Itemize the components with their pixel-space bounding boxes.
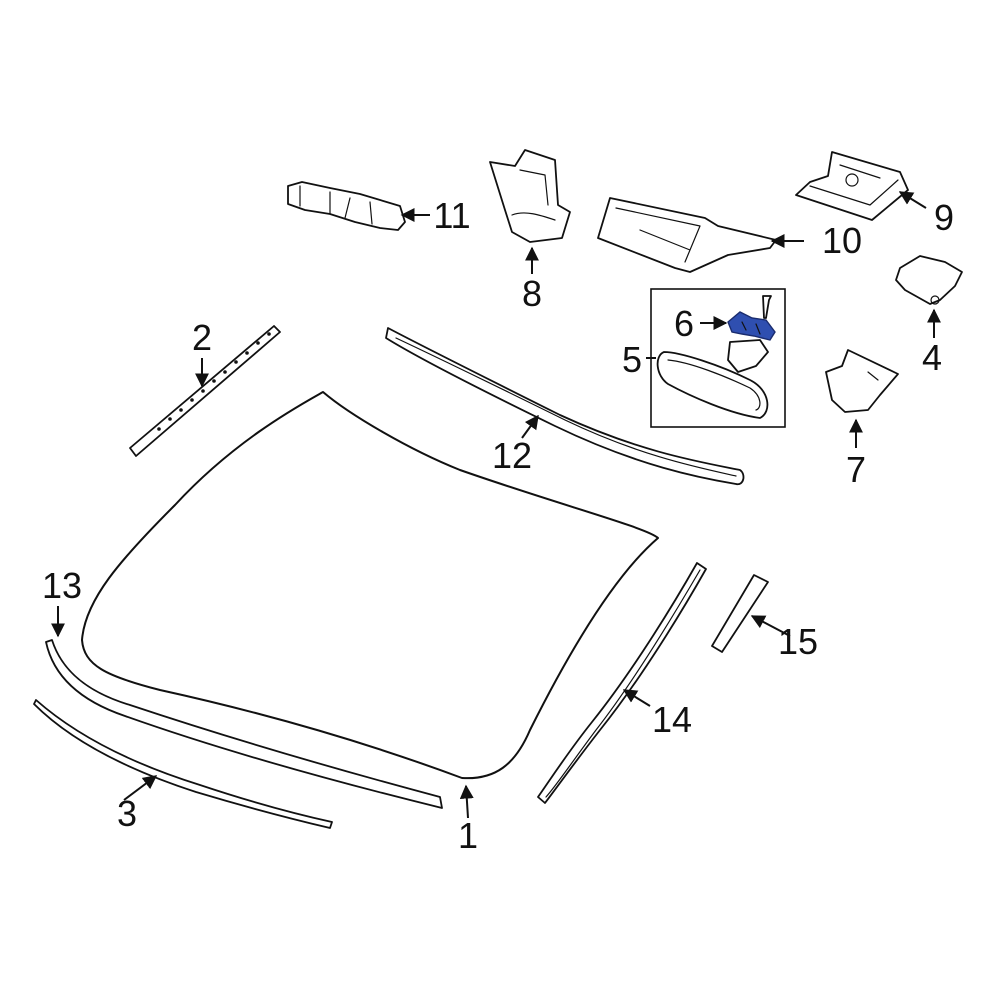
- windshield-glass: [81, 391, 659, 780]
- callout-1: 1: [458, 815, 478, 856]
- callout-9: 9: [934, 197, 954, 238]
- part-3-molding: [33, 699, 333, 829]
- part-12-molding: [385, 327, 745, 486]
- part-7-cover: [825, 349, 899, 413]
- mirror-assembly-box: [650, 288, 786, 428]
- part-9-sensor-module: [795, 151, 909, 221]
- mirror-screw: [762, 295, 772, 319]
- callout-14: 14: [652, 699, 692, 740]
- callouts: 1 2 3 4 5 6 7 8 9 10 11 12 13 14 15: [42, 195, 954, 856]
- part-15-trim: [711, 574, 769, 653]
- callout-8: 8: [522, 273, 542, 314]
- callout-13: 13: [42, 565, 82, 606]
- callout-5: 5: [622, 339, 642, 380]
- callout-6: 6: [674, 303, 694, 344]
- callout-15: 15: [778, 621, 818, 662]
- callout-2: 2: [192, 317, 212, 358]
- part-11-bracket: [287, 181, 406, 231]
- callout-7: 7: [846, 449, 866, 490]
- part-14-pillar-molding: [537, 562, 707, 804]
- part-4-bracket: [895, 255, 963, 305]
- part-2-strip: [129, 325, 281, 457]
- callout-10: 10: [822, 220, 862, 261]
- callout-4: 4: [922, 337, 942, 378]
- part-13-seal: [45, 639, 443, 809]
- part-8-bracket: [489, 149, 571, 243]
- part-10-housing: [597, 197, 777, 273]
- callout-3: 3: [117, 793, 137, 834]
- callout-11: 11: [433, 195, 470, 236]
- part-5-rearview-mirror: [656, 339, 769, 419]
- callout-12: 12: [492, 435, 532, 476]
- leader-lines: [51, 191, 941, 819]
- part-6-mirror-clip: [727, 311, 776, 341]
